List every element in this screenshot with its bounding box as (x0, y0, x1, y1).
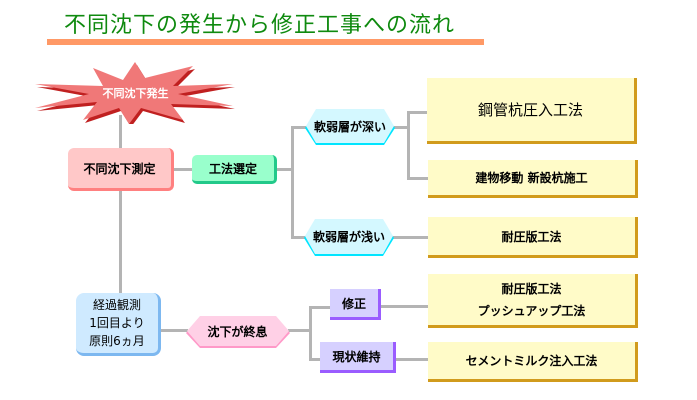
steel-pipe-node: 鋼管杭圧入工法 (427, 78, 637, 144)
correction-node: 修正 (330, 289, 381, 320)
observation-line: 原則6ヵ月 (89, 334, 145, 348)
connector (291, 126, 306, 129)
soft-layer-deep-label: 軟弱層が深い (313, 119, 386, 134)
title-underline (47, 39, 484, 45)
observation-node: 経過観測 1回目より 原則6ヵ月 (76, 293, 161, 356)
starburst-icon (35, 62, 235, 124)
correction-methods-node: 耐圧版工法 プッシュアップ工法 (428, 274, 638, 328)
settlement-ended-node: 沈下が終息 (184, 316, 291, 349)
observation-line: 1回目より (89, 316, 145, 330)
occurrence-label: 不同沈下発生 (102, 87, 169, 100)
pressure-slab-node: 耐圧版工法 (428, 217, 638, 258)
connector (291, 126, 294, 239)
measurement-node: 不同沈下測定 (68, 148, 174, 191)
connector (160, 329, 188, 332)
connector (407, 111, 429, 114)
connector (392, 236, 429, 239)
connector (407, 177, 429, 180)
connector (291, 236, 306, 239)
cement-milk-node: セメントミルク注入工法 (428, 342, 638, 382)
soft-layer-deep-node: 軟弱層が深い (304, 109, 396, 146)
settlement-ended-label: 沈下が終息 (207, 324, 268, 339)
connector (309, 306, 331, 309)
page-title: 不同沈下の発生から修正工事への流れ (64, 13, 456, 38)
connector (276, 168, 293, 171)
connector (393, 126, 409, 129)
connector (309, 306, 312, 361)
soft-layer-shallow-node: 軟弱層が浅い (303, 219, 395, 257)
relocation-node: 建物移動 新設杭施工 (428, 160, 638, 198)
observation-line: 経過観測 (92, 298, 141, 312)
connector (288, 329, 311, 332)
connector (380, 305, 429, 308)
maintain-node: 現状維持 (320, 342, 396, 373)
correction-method: プッシュアップ工法 (477, 303, 586, 318)
connector (407, 111, 410, 180)
connector (309, 358, 321, 361)
connector (119, 115, 122, 295)
starburst-occurrence: 不同沈下発生 (33, 62, 238, 124)
soft-layer-shallow-label: 軟弱層が浅い (312, 230, 385, 244)
method-selection-node: 工法選定 (192, 155, 277, 184)
connector (172, 168, 194, 171)
correction-method: 耐圧版工法 (501, 281, 562, 296)
connector (396, 358, 429, 361)
